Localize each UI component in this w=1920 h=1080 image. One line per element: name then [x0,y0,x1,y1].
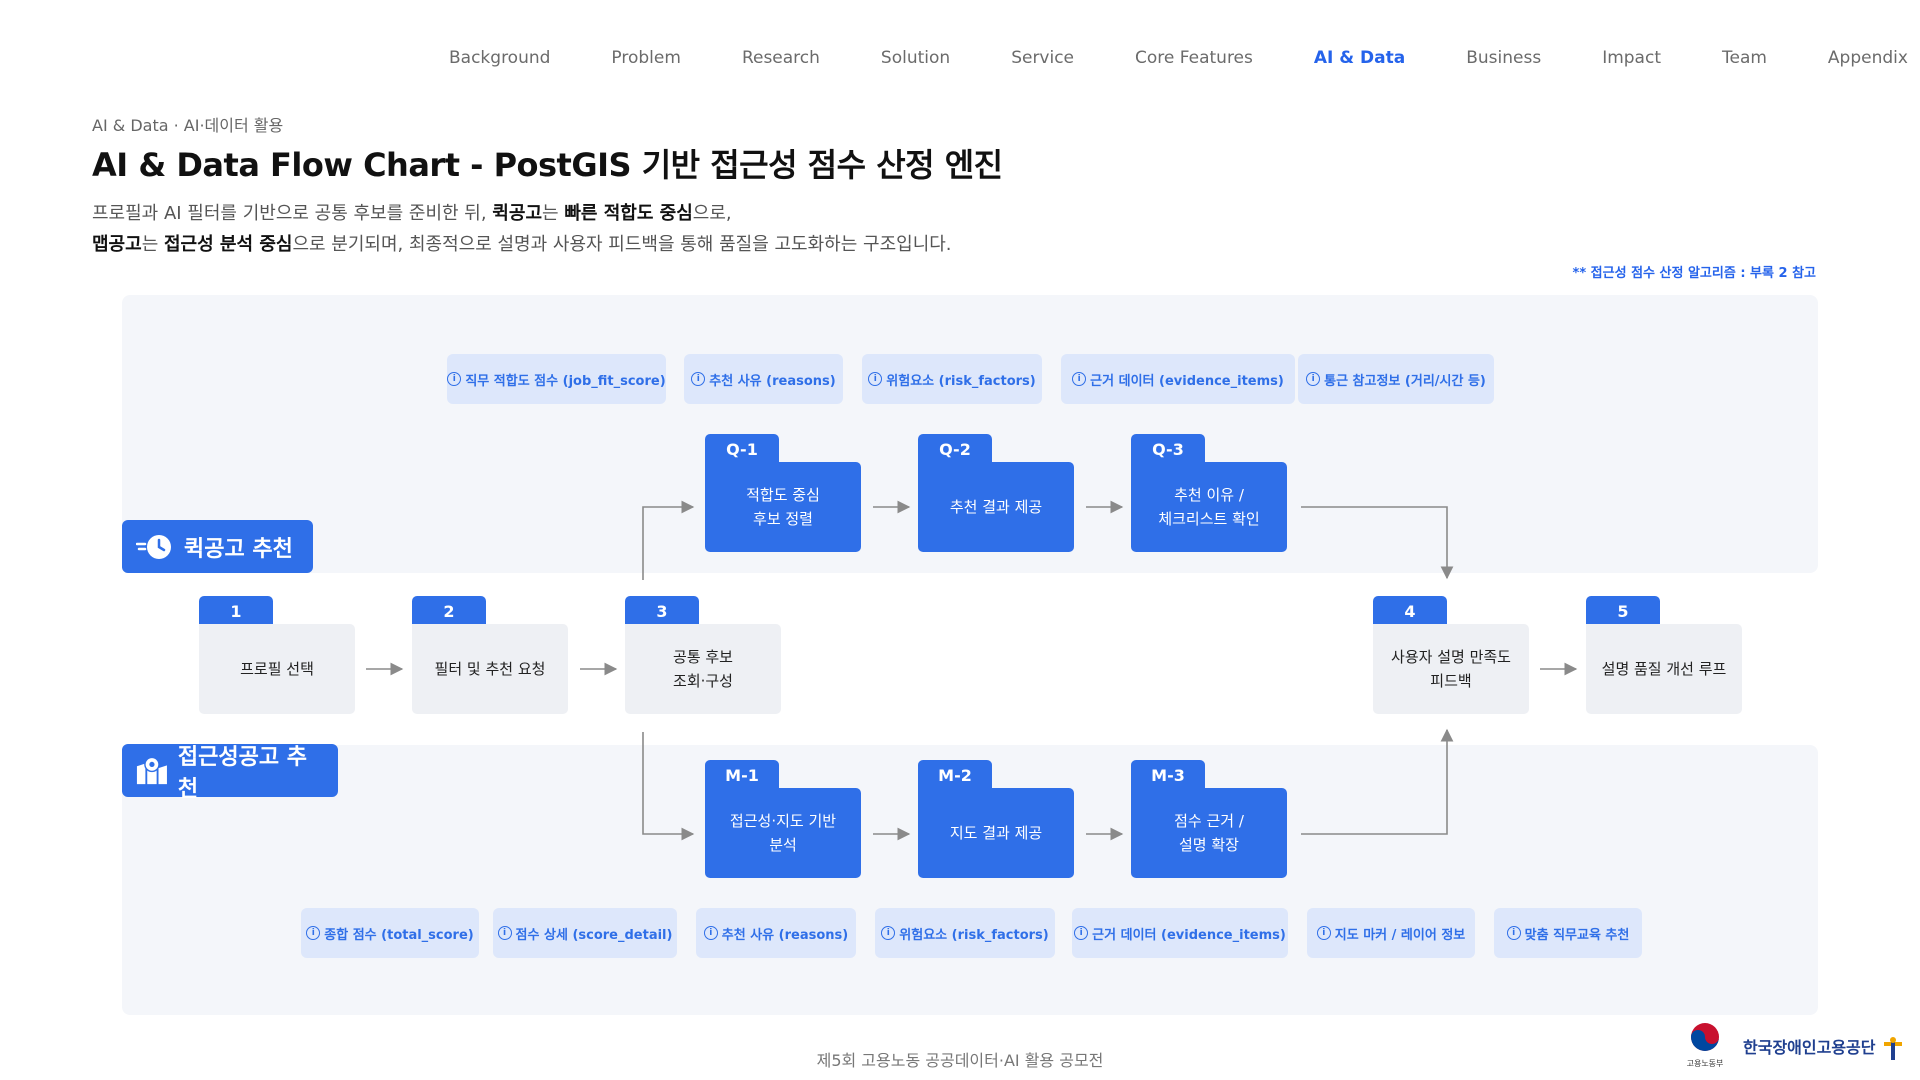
step-tag: Q-1 [705,434,779,464]
chip-label: 맞춤 직무교육 추천 [1524,927,1630,943]
nav-appendix[interactable]: Appendix [1827,48,1908,68]
desc-text: 는 [141,234,164,255]
step-label: 사용자 설명 만족도 피드백 [1373,624,1529,714]
section-eyebrow: AI & Data · AI·데이터 활용 [92,116,284,135]
taegeuk-icon [1691,1023,1719,1051]
top-nav: Background Problem Research Solution Ser… [449,48,1908,68]
lane-quick: 퀵공고 추천 [122,520,313,573]
step-label: 접근성·지도 기반 분석 [705,788,861,878]
map-pin-icon [136,756,167,784]
step-label: 지도 결과 제공 [918,788,1074,878]
gov-logo: 고용노동부 [1680,1022,1730,1069]
step-tag: M-1 [705,760,779,790]
desc-text: 으로, [692,203,732,224]
step-label: 점수 근거 / 설명 확장 [1131,788,1287,878]
nav-core-features[interactable]: Core Features [1135,48,1253,68]
lane-quick-label: 퀵공고 추천 [184,536,293,562]
kead-emblem-icon [1884,1036,1903,1060]
chip-label: 추천 사유 (reasons) [709,373,836,389]
desc-text: 는 [542,203,565,224]
chip-label: 위험요소 (risk_factors) [899,927,1049,943]
step-label: 설명 품질 개선 루프 [1586,624,1742,714]
chip-label: 근거 데이터 (evidence_items) [1090,373,1284,389]
desc-bold: 맵공고 [92,234,142,255]
chip-label: 추천 사유 (reasons) [721,927,849,943]
chip-label: 위험요소 (risk_factors) [886,373,1036,389]
step-label: 필터 및 추천 요청 [412,624,568,714]
step-label: 공통 후보 조회·구성 [625,624,781,714]
nav-impact[interactable]: Impact [1602,48,1661,68]
chip-label: 직무 적합도 점수 (job_fit_score) [465,373,666,389]
step-tag: 5 [1586,596,1660,626]
nav-team[interactable]: Team [1721,48,1767,68]
nav-research[interactable]: Research [741,48,820,68]
step-tag: 3 [625,596,699,626]
desc-bold: 퀵공고 [492,203,543,224]
nav-solution[interactable]: Solution [880,48,951,68]
step-tag: 1 [199,596,273,626]
clock-icon [136,534,171,559]
step-tag: 4 [1373,596,1447,626]
desc-bold: 접근성 분석 중심 [163,234,293,255]
step-label: 프로필 선택 [199,624,355,714]
nav-business[interactable]: Business [1466,48,1542,68]
nav-background[interactable]: Background [449,48,551,68]
step-tag: Q-2 [918,434,992,464]
arrow-m3-4 [1301,728,1454,835]
step-label: 적합도 중심 후보 정렬 [705,462,861,552]
nav-service[interactable]: Service [1011,48,1075,68]
step-tag: Q-3 [1131,434,1205,464]
desc-text: 프로필과 AI 필터를 기반으로 공통 후보를 준비한 뒤, [92,203,493,224]
chip-label: 지도 마커 / 레이어 정보 [1334,927,1466,943]
kead-logo: 한국장애인고용공단 [1743,1034,1905,1062]
chip-label: 점수 상세 (score_detail) [515,927,673,943]
footer-text: 제5회 고용노동 공공데이터·AI 활용 공모전 [816,1051,1104,1070]
step-tag: M-2 [918,760,992,790]
page-title: AI & Data Flow Chart - PostGIS 기반 접근성 점수… [92,146,1003,184]
lane-access-label: 접근성공고 추천 [177,744,307,802]
lane-access: 접근성공고 추천 [122,744,338,802]
chip-label: 통근 참고정보 (거리/시간 등) [1324,373,1486,389]
nav-ai-data[interactable]: AI & Data [1313,48,1406,68]
nav-problem[interactable]: Problem [611,48,681,68]
chip-label: 종합 점수 (total_score) [324,927,474,943]
kead-logo-text: 한국장애인고용공단 [1743,1038,1876,1057]
algorithm-note: ** 접근성 점수 산정 알고리즘 : 부록 2 참고 [1572,266,1816,281]
page-description: 프로필과 AI 필터를 기반으로 공통 후보를 준비한 뒤, 퀵공고는 빠른 적… [92,198,952,260]
arrow-3-m1 [642,732,695,841]
step-tag: 2 [412,596,486,626]
step-label: 추천 결과 제공 [918,462,1074,552]
step-tag: M-3 [1131,760,1205,790]
chip-label: 근거 데이터 (evidence_items) [1092,927,1286,943]
arrow-q3-4 [1301,506,1454,580]
desc-bold: 빠른 적합도 중심 [564,203,693,224]
desc-text: 으로 분기되며, 최종적으로 설명과 사용자 피드백을 통해 품질을 고도화하는… [292,234,952,255]
step-label: 추천 이유 / 체크리스트 확인 [1131,462,1287,552]
arrow-3-q1 [642,500,695,580]
gov-logo-text: 고용노동부 [1686,1059,1724,1068]
